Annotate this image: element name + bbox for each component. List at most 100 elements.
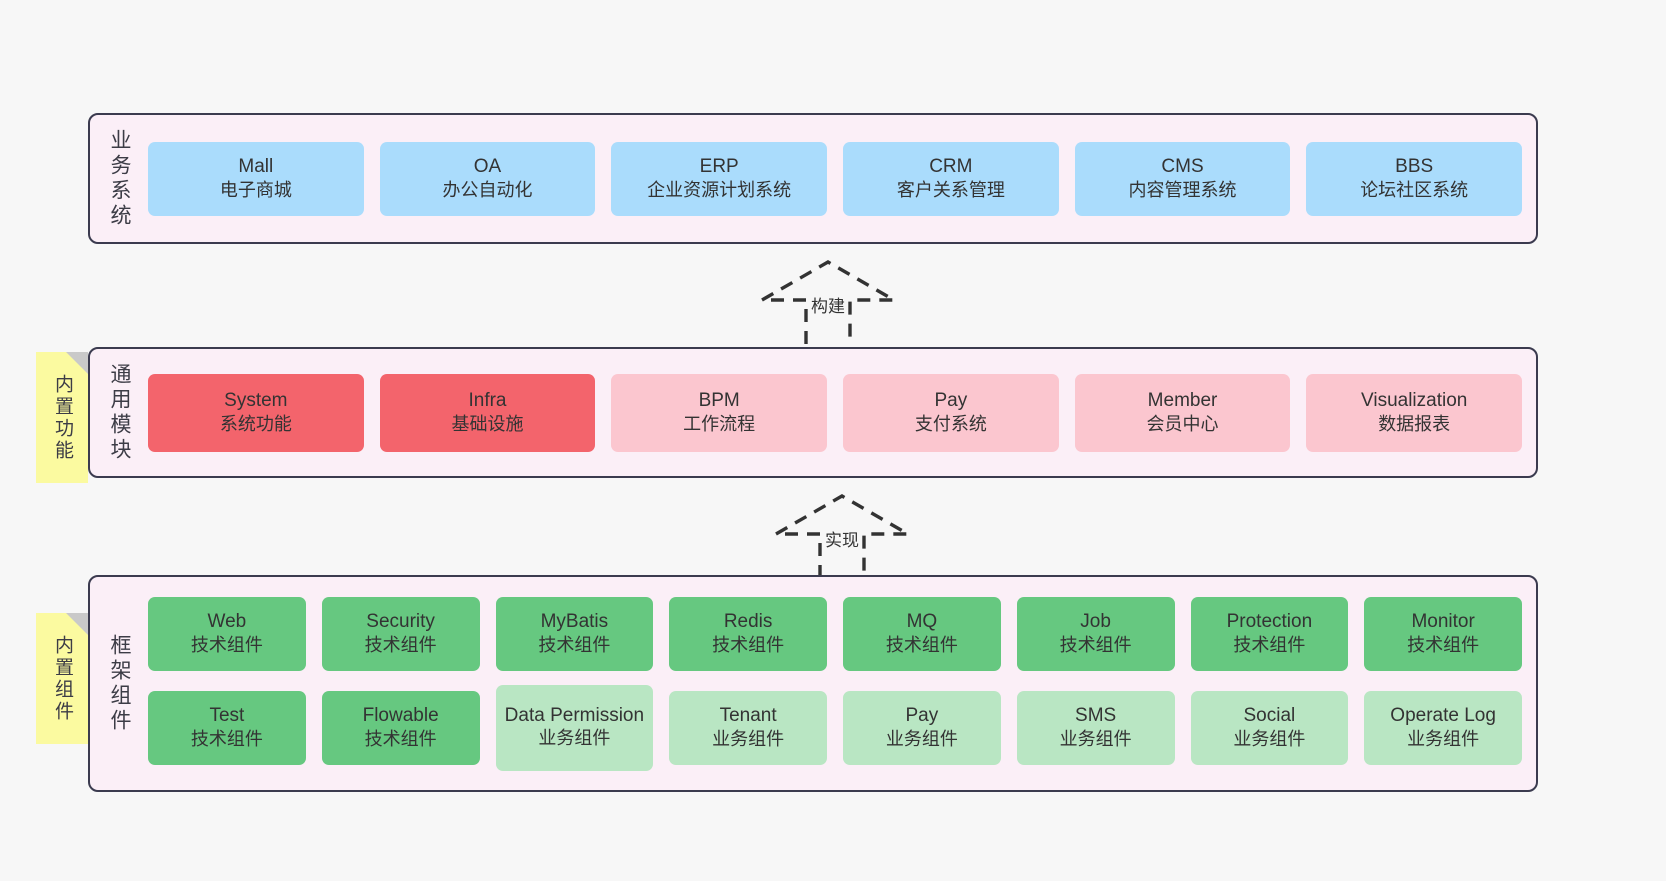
card-mq[interactable]: MQ 技术组件 <box>843 596 1001 671</box>
arrow-build: 构建 <box>755 258 901 344</box>
card-subtitle: 工作流程 <box>683 414 756 435</box>
card-subtitle: 企业资源计划系统 <box>647 180 792 201</box>
card-grid-framework-component: Web 技术组件 Security 技术组件 MyBatis 技术组件 Redi… <box>148 577 1522 790</box>
card-title: Mall <box>238 155 274 177</box>
card-title: SMS <box>1075 704 1117 726</box>
card-subtitle: 技术组件 <box>190 635 263 656</box>
card-protection[interactable]: Protection 技术组件 <box>1190 596 1349 671</box>
arrow-implement-shape <box>769 494 915 578</box>
card-sms[interactable]: SMS 业务组件 <box>1016 690 1175 765</box>
layer-title-framework-component: 框架组件 <box>108 633 132 734</box>
card-subtitle: 支付系统 <box>914 414 987 435</box>
layer-title-business-system: 业务系统 <box>108 128 132 229</box>
card-title: MQ <box>906 610 938 632</box>
card-subtitle: 技术组件 <box>712 635 785 656</box>
card-security[interactable]: Security 技术组件 <box>321 596 480 671</box>
card-subtitle: 技术组件 <box>364 635 437 656</box>
card-title: BBS <box>1395 155 1434 177</box>
card-row: Web 技术组件 Security 技术组件 MyBatis 技术组件 Redi… <box>148 596 1522 671</box>
card-tenant[interactable]: Tenant 业务组件 <box>669 690 827 765</box>
arrow-build-label: 构建 <box>811 297 845 316</box>
card-monitor[interactable]: Monitor 技术组件 <box>1364 596 1522 671</box>
card-subtitle: 系统功能 <box>219 414 292 435</box>
layer-common-module: 通用模块 System 系统功能 Infra 基础设施 BPM 工作流程 Pay… <box>88 347 1538 478</box>
card-title: ERP <box>699 155 739 177</box>
card-subtitle: 电子商城 <box>219 180 292 201</box>
card-crm[interactable]: CRM 客户关系管理 <box>843 141 1059 216</box>
card-title: Operate Log <box>1390 704 1496 726</box>
card-title: Security <box>366 610 435 632</box>
card-title: Pay <box>905 704 939 726</box>
card-title: Infra <box>468 389 507 411</box>
card-title: Web <box>207 610 247 632</box>
card-title: Tenant <box>719 704 777 726</box>
arrow-implement: 实现 <box>769 492 915 578</box>
card-title: Monitor <box>1411 610 1475 632</box>
card-title: Protection <box>1226 610 1313 632</box>
note-fold-corner-icon <box>66 352 88 374</box>
card-subtitle: 技术组件 <box>1407 635 1480 656</box>
card-mall[interactable]: Mall 电子商城 <box>148 141 364 216</box>
card-subtitle: 业务组件 <box>1407 729 1480 750</box>
card-data-permission[interactable]: Data Permission 业务组件 <box>495 684 654 771</box>
note-built-in-function: 内置功能 <box>36 352 88 483</box>
card-member[interactable]: Member 会员中心 <box>1074 373 1291 452</box>
card-title: Redis <box>723 610 773 632</box>
layer-title-common-module: 通用模块 <box>108 362 132 463</box>
layer-business-system: 业务系统 Mall 电子商城 OA 办公自动化 ERP 企业资源计划系统 CRM… <box>88 113 1538 244</box>
card-redis[interactable]: Redis 技术组件 <box>669 596 827 671</box>
card-subtitle: 技术组件 <box>364 729 437 750</box>
card-title: Visualization <box>1361 389 1468 411</box>
card-subtitle: 论坛社区系统 <box>1360 180 1469 201</box>
card-system[interactable]: System 系统功能 <box>148 373 364 452</box>
arrow-implement-label: 实现 <box>825 531 859 550</box>
card-subtitle: 技术组件 <box>1059 635 1132 656</box>
card-subtitle: 业务组件 <box>1233 729 1306 750</box>
card-mybatis[interactable]: MyBatis 技术组件 <box>495 596 654 671</box>
card-pay-component[interactable]: Pay 业务组件 <box>843 690 1001 765</box>
card-title: Data Permission <box>504 704 645 726</box>
card-erp[interactable]: ERP 企业资源计划系统 <box>611 141 828 216</box>
card-infra[interactable]: Infra 基础设施 <box>379 373 596 452</box>
card-title: Flowable <box>362 704 439 726</box>
card-title: Member <box>1147 389 1218 411</box>
card-row: Mall 电子商城 OA 办公自动化 ERP 企业资源计划系统 CRM 客户关系… <box>148 141 1523 216</box>
card-web[interactable]: Web 技术组件 <box>148 596 306 671</box>
card-title: Pay <box>934 389 968 411</box>
card-grid-business-system: Mall 电子商城 OA 办公自动化 ERP 企业资源计划系统 CRM 客户关系… <box>148 115 1523 242</box>
note-label: 内置功能 <box>51 373 73 462</box>
card-title: MyBatis <box>540 610 609 632</box>
card-pay[interactable]: Pay 支付系统 <box>843 373 1059 452</box>
card-bpm[interactable]: BPM 工作流程 <box>611 373 828 452</box>
card-grid-common-module: System 系统功能 Infra 基础设施 BPM 工作流程 Pay 支付系统… <box>148 349 1523 476</box>
card-row: Test 技术组件 Flowable 技术组件 Data Permission … <box>148 684 1522 771</box>
card-job[interactable]: Job 技术组件 <box>1016 596 1175 671</box>
card-test[interactable]: Test 技术组件 <box>148 690 306 765</box>
card-social[interactable]: Social 业务组件 <box>1190 690 1349 765</box>
card-flowable[interactable]: Flowable 技术组件 <box>321 690 480 765</box>
card-subtitle: 业务组件 <box>885 729 958 750</box>
note-fold-corner-icon <box>66 613 88 635</box>
card-subtitle: 内容管理系统 <box>1128 180 1237 201</box>
card-subtitle: 客户关系管理 <box>896 180 1005 201</box>
card-visualization[interactable]: Visualization 数据报表 <box>1306 373 1523 452</box>
card-title: System <box>224 389 288 411</box>
card-subtitle: 会员中心 <box>1146 414 1219 435</box>
card-subtitle: 技术组件 <box>190 729 263 750</box>
card-subtitle: 技术组件 <box>885 635 958 656</box>
arrow-build-shape <box>755 260 901 344</box>
card-subtitle: 技术组件 <box>1233 635 1306 656</box>
card-title: Job <box>1080 610 1111 632</box>
note-built-in-component: 内置组件 <box>36 613 88 744</box>
card-subtitle: 业务组件 <box>712 729 785 750</box>
card-subtitle: 数据报表 <box>1378 414 1451 435</box>
card-title: CRM <box>929 155 973 177</box>
layer-framework-component: 框架组件 Web 技术组件 Security 技术组件 MyBatis 技术组件… <box>88 575 1538 792</box>
card-cms[interactable]: CMS 内容管理系统 <box>1074 141 1291 216</box>
card-oa[interactable]: OA 办公自动化 <box>379 141 596 216</box>
card-bbs[interactable]: BBS 论坛社区系统 <box>1306 141 1523 216</box>
card-row: System 系统功能 Infra 基础设施 BPM 工作流程 Pay 支付系统… <box>148 373 1523 452</box>
card-title: CMS <box>1161 155 1204 177</box>
card-operate-log[interactable]: Operate Log 业务组件 <box>1364 690 1522 765</box>
card-title: Test <box>209 704 245 726</box>
